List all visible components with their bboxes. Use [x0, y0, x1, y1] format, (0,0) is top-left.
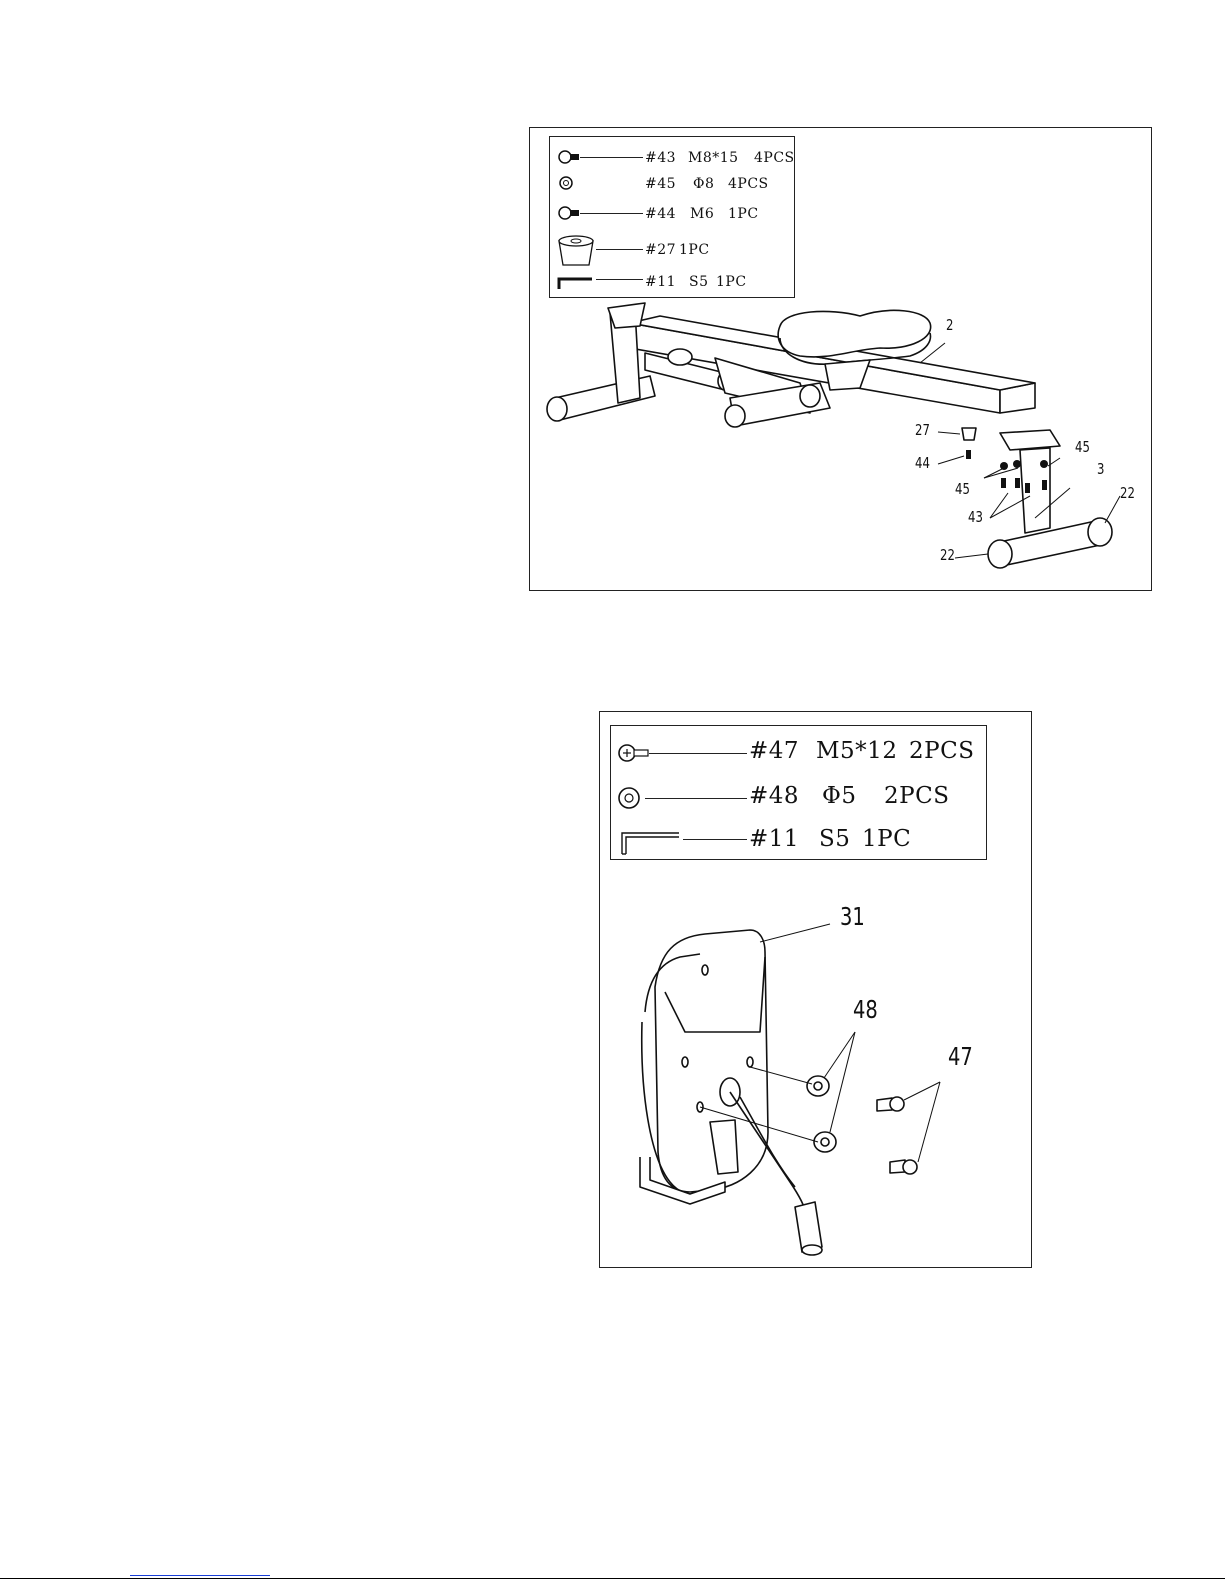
footer-rule: [0, 1578, 1225, 1579]
rower-frame-drawing: [530, 128, 1151, 590]
callout-washer-right: 45: [1075, 438, 1090, 456]
callout-washer-left: 45: [955, 480, 970, 498]
callout-end-cap-left: 22: [940, 546, 955, 564]
callout-stabilizer: 3: [1097, 460, 1104, 478]
footer-link-underline[interactable]: [130, 1575, 270, 1576]
callout-frame: 2: [946, 316, 953, 334]
callout-bolts-m8: 43: [968, 508, 983, 526]
monitor-drawing: [600, 712, 1031, 1267]
callout-bolt-m6: 44: [915, 454, 930, 472]
callout-washers: 48: [853, 995, 878, 1024]
step1-assembly-panel: #43 M8*15 4PCS #45 Φ8 4PCS #44 M6 1PC: [529, 127, 1152, 591]
step2-assembly-panel: #47 M5*12 2PCS #48 Φ5 2PCS #11 S5 1: [599, 711, 1032, 1268]
callout-end-cap-right: 22: [1120, 484, 1135, 502]
callout-stopper: 27: [915, 421, 930, 439]
callout-screws: 47: [948, 1042, 973, 1071]
callout-monitor: 31: [840, 902, 865, 931]
